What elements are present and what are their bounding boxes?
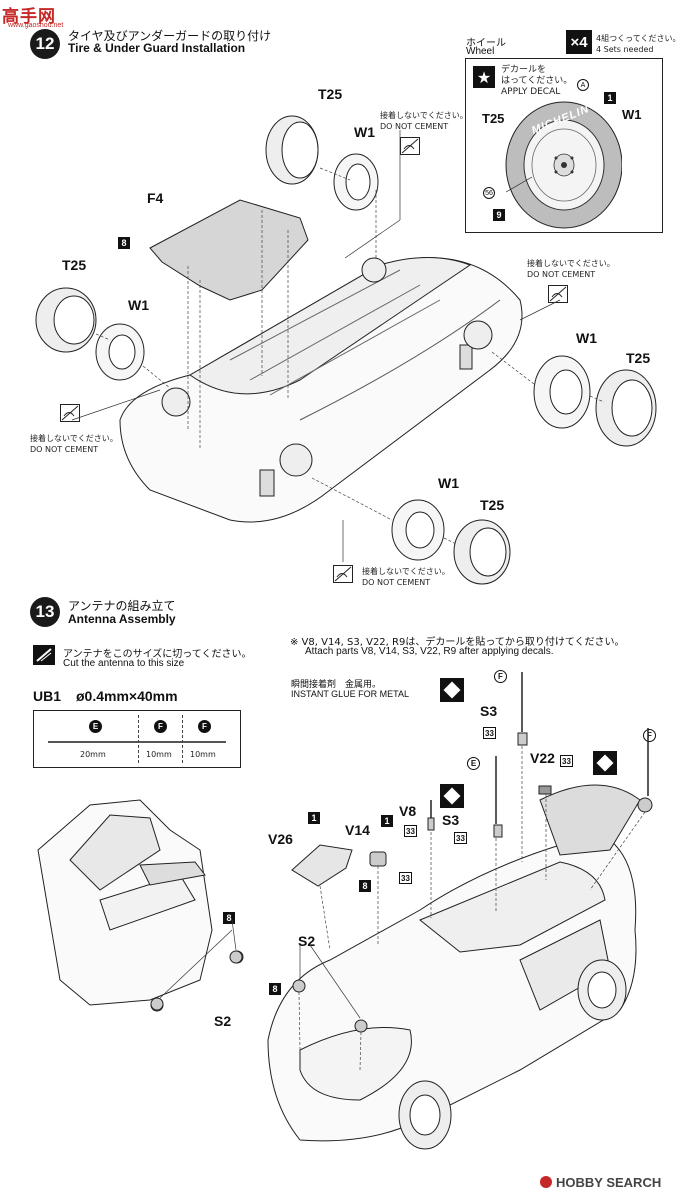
glue-en: INSTANT GLUE FOR METAL — [291, 689, 410, 699]
marker-e: E — [467, 757, 480, 770]
step-13-title-jp: アンテナの組み立て — [68, 599, 176, 613]
ub1-spec: ø0.4mm×40mm — [76, 688, 178, 704]
decal-note-en: Attach parts V8, V14, S3, V22, R9 after … — [305, 646, 554, 657]
decal-note-jp: ※ V8, V14, S3, V22, R9は、デカールを貼ってから取り付けてく… — [290, 637, 625, 648]
star-icon: ★ — [473, 66, 495, 88]
no-cement-jp-3: 接着しないでください。 — [30, 434, 118, 443]
step-13-title-en: Antenna Assembly — [68, 612, 176, 626]
glue-icon — [593, 751, 617, 775]
watermark-url: www.gaoshou.net — [8, 22, 64, 29]
watermark-cn-name: 高手网 — [2, 7, 56, 27]
s2-label-right: S2 — [298, 933, 316, 949]
w1-label-bottom: W1 — [438, 475, 459, 491]
s3-num-33-mid: 33 — [454, 832, 467, 844]
cut-jp: アンテナをこのサイズに切ってください。 — [63, 649, 252, 660]
wheel-num-9: 9 — [493, 209, 505, 221]
v8-num-33: 33 — [404, 825, 417, 837]
wheel-title-jp: ホイール — [466, 38, 506, 49]
t25-label-top: T25 — [318, 86, 343, 102]
no-cement-icon — [60, 404, 80, 422]
hobby-search-text: HOBBY SEARCH — [556, 1174, 662, 1190]
v14-num-33: 33 — [399, 872, 412, 884]
glue-icon — [440, 784, 464, 808]
t25-label-left: T25 — [62, 257, 87, 273]
no-cement-jp-2: 接着しないでください。 — [527, 259, 615, 268]
cut-icon — [33, 645, 55, 665]
w1-label-left: W1 — [128, 297, 149, 313]
s3-label-mid: S3 — [442, 812, 460, 828]
step-12-title-jp: タイヤ及びアンダーガードの取り付け — [68, 29, 272, 43]
no-cement-jp-4: 接着しないでください。 — [362, 567, 450, 576]
marker-f-top: F — [494, 670, 507, 683]
segment-length-10: 10mm — [190, 750, 216, 759]
segment-marker-f: F — [154, 720, 167, 733]
marker-f-right: F — [643, 729, 656, 742]
t25-label-bottom: T25 — [480, 497, 505, 513]
no-cement-en-1: DO NOT CEMENT — [380, 122, 449, 131]
v14-num-1: 1 — [381, 815, 393, 827]
decal-marker-a: A — [577, 79, 589, 91]
divider — [30, 594, 666, 595]
no-cement-icon — [333, 565, 353, 583]
no-cement-en-4: DO NOT CEMENT — [362, 578, 431, 587]
segment-length-10: 10mm — [146, 750, 172, 759]
wheel-num-56: 56 — [483, 187, 495, 199]
segment-marker-f: F — [198, 720, 211, 733]
v8-label: V8 — [399, 803, 417, 819]
s3-num-33: 33 — [483, 727, 496, 739]
decal-jp-2: はってください。 — [501, 76, 573, 86]
wheel-part-t25: T25 — [482, 111, 505, 126]
step-12-badge: 12 — [30, 29, 60, 59]
wheel-part-w1: W1 — [622, 107, 642, 122]
segment-marker-e: E — [89, 720, 102, 733]
wheel-num-1: 1 — [604, 92, 616, 104]
f4-label: F4 — [147, 190, 164, 206]
glue-jp: 瞬間接着剤 金属用。 — [291, 680, 382, 690]
w1-label-top: W1 — [354, 124, 375, 140]
hobby-search-watermark: HOBBY SEARCH — [540, 1172, 690, 1192]
cut-line — [138, 715, 139, 763]
s3-label-top: S3 — [480, 703, 498, 719]
v26-num-1: 1 — [308, 812, 320, 824]
tire-illustration — [505, 101, 622, 229]
cut-en: Cut the antenna to this size — [63, 658, 185, 669]
t25-label-right: T25 — [626, 350, 651, 366]
no-cement-icon — [548, 285, 568, 303]
w1-label-right: W1 — [576, 330, 597, 346]
v22-label: V22 — [530, 750, 555, 766]
s2-num-8-right: 8 — [269, 983, 281, 995]
qty-jp: 4組つくってください。 — [596, 34, 681, 43]
no-cement-en-3: DO NOT CEMENT — [30, 445, 99, 454]
antenna-cut-box: E F F 20mm 10mm 10mm — [33, 710, 241, 768]
v26-label: V26 — [268, 831, 293, 847]
segment-length-20: 20mm — [80, 750, 106, 759]
cut-line — [182, 715, 183, 763]
decal-en: APPLY DECAL — [501, 87, 561, 97]
wheel-detail-box: ★ デカールを はってください。 APPLY DECAL A T25 W1 1 … — [465, 58, 663, 233]
step-13-badge: 13 — [30, 597, 60, 627]
step-13-illustration — [37, 672, 653, 1150]
glue-icon — [440, 678, 464, 702]
no-cement-jp-1: 接着しないでください。 — [380, 111, 468, 120]
qty-en: 4 Sets needed — [596, 45, 654, 54]
wheel-title-en: Wheel — [466, 46, 495, 57]
step-12-title-en: Tire & Under Guard Installation — [68, 41, 246, 55]
hobby-search-logo-icon — [540, 1176, 552, 1188]
v22-num-33: 33 — [560, 755, 573, 767]
v14-num-8: 8 — [359, 880, 371, 892]
qty-badge: ×4 — [566, 30, 592, 54]
decal-jp-1: デカールを — [501, 65, 547, 75]
antenna-wire — [48, 741, 226, 743]
step-12-illustration — [35, 115, 657, 585]
s2-label-left: S2 — [214, 1013, 232, 1029]
no-cement-icon — [400, 137, 420, 155]
no-cement-en-2: DO NOT CEMENT — [527, 270, 596, 279]
ub1-label: UB1 — [33, 688, 62, 704]
v14-label: V14 — [345, 822, 370, 838]
f4-num-8: 8 — [118, 237, 130, 249]
